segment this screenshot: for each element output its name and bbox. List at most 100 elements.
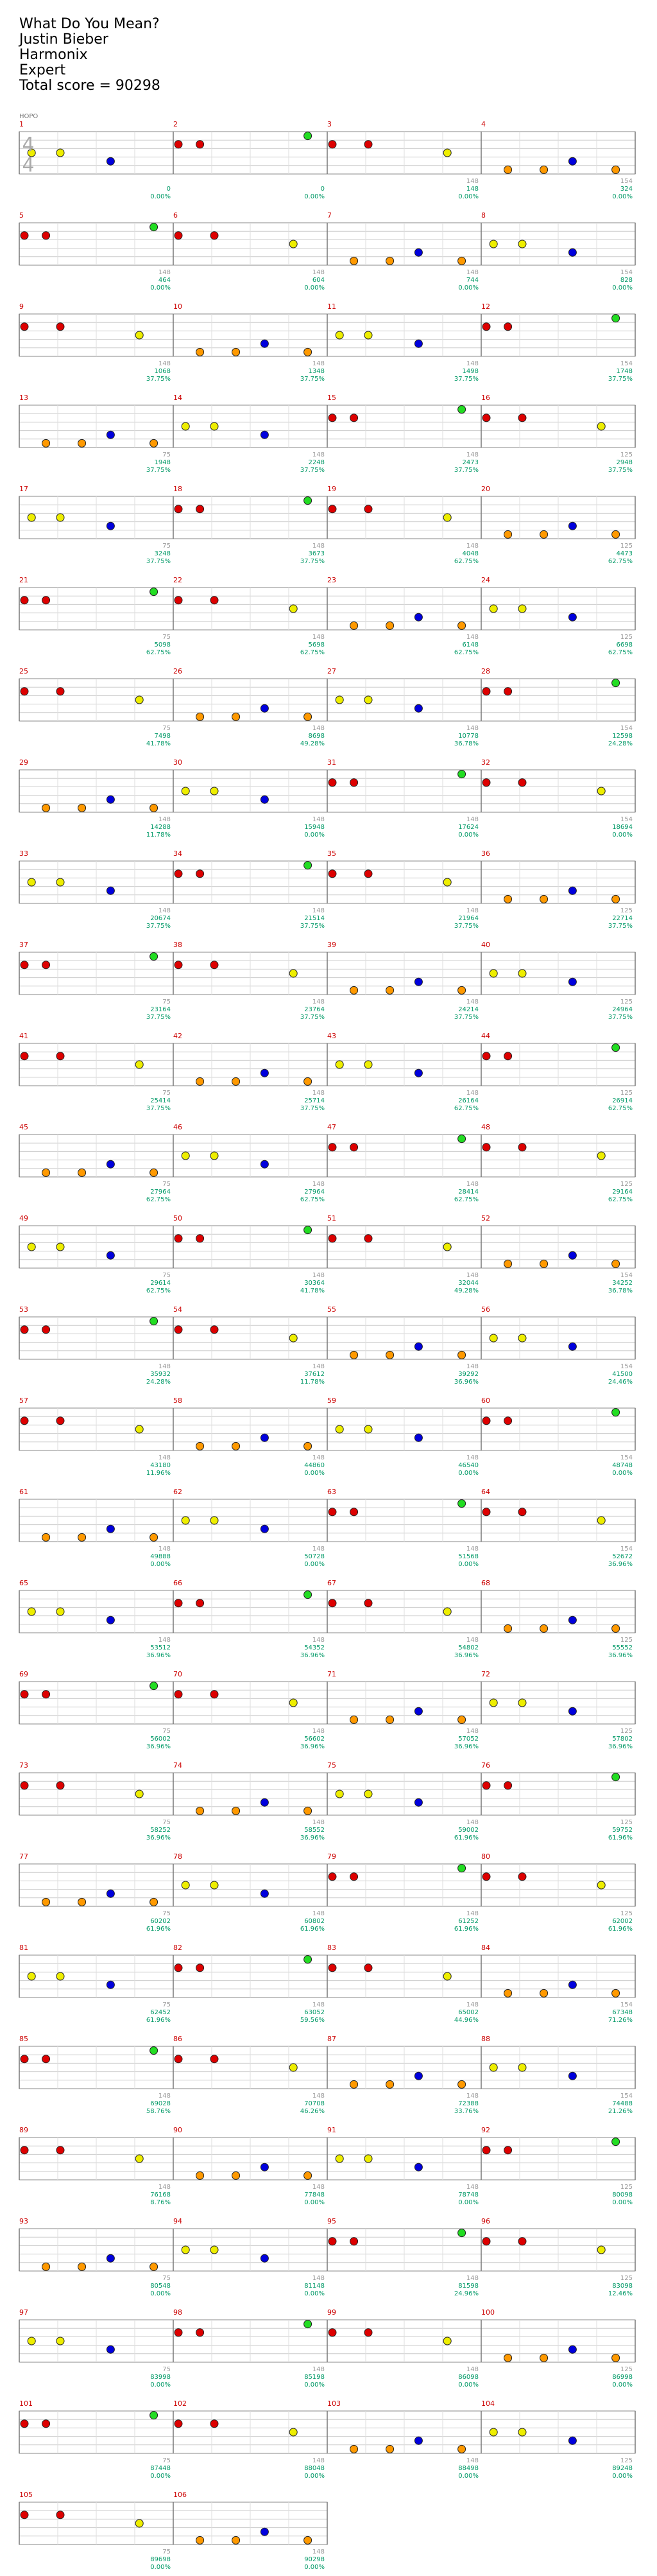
measure-number: 25 <box>19 667 28 675</box>
percent-label: 0.00% <box>612 193 633 200</box>
tick-label: 148 <box>158 269 171 276</box>
measure-number: 106 <box>173 2491 187 2499</box>
percent-label: 36.96% <box>608 1561 633 1568</box>
note-gem <box>106 886 115 895</box>
note-gem <box>328 2328 337 2337</box>
percent-label: 0.00% <box>304 2290 325 2297</box>
tick-label: 125 <box>620 1181 633 1188</box>
note-gem <box>443 878 452 887</box>
tick-label: 148 <box>312 1090 325 1097</box>
measure-number: 105 <box>19 2491 33 2499</box>
note-gem <box>482 1781 491 1790</box>
score-label: 72388 <box>458 2100 479 2107</box>
tick-label: 148 <box>312 451 325 458</box>
note-gem <box>181 422 190 431</box>
percent-label: 0.00% <box>304 831 325 839</box>
note-gem <box>518 604 527 613</box>
percent-label: 37.75% <box>300 1014 325 1021</box>
score-label: 744 <box>466 277 479 284</box>
percent-label: 0.00% <box>612 2473 633 2480</box>
percent-label: 36.78% <box>454 740 479 747</box>
tick-label: 125 <box>620 2275 633 2282</box>
note-gem <box>350 2080 359 2089</box>
note-gem <box>457 770 466 779</box>
percent-label: 61.96% <box>608 1926 633 1933</box>
note-gem <box>489 969 498 978</box>
measure-number: 88 <box>481 2035 490 2043</box>
note-gem <box>335 1060 344 1069</box>
note-gem <box>350 986 359 995</box>
score-label: 28414 <box>458 1188 479 1196</box>
note-gem <box>149 2046 158 2055</box>
measure-number: 78 <box>173 1852 182 1861</box>
tick-label: 148 <box>466 1545 479 1553</box>
note-gem <box>504 687 513 696</box>
tick-label: 148 <box>312 2001 325 2008</box>
note-gem <box>303 2536 312 2545</box>
tick-label: 148 <box>312 2093 325 2100</box>
note-gem <box>106 521 115 530</box>
note-gem <box>457 621 466 630</box>
percent-label: 0.00% <box>458 193 479 200</box>
score-label: 148 <box>466 186 479 193</box>
score-label: 15948 <box>304 824 325 831</box>
note-gem <box>106 1251 115 1260</box>
measure-number: 46 <box>173 1123 182 1131</box>
percent-label: 0.00% <box>612 284 633 292</box>
measure-number: 101 <box>19 2399 33 2408</box>
percent-label: 37.75% <box>146 558 171 565</box>
percent-label: 58.76% <box>146 2108 171 2115</box>
note-gem <box>457 1135 466 1144</box>
note-gem <box>174 1234 183 1243</box>
score-label: 26164 <box>458 1097 479 1104</box>
note-gem <box>56 1781 65 1790</box>
note-gem <box>457 2444 466 2453</box>
note-gem <box>611 530 620 539</box>
note-gem <box>56 1242 65 1251</box>
note-gem <box>611 679 620 688</box>
note-gem <box>489 2428 498 2437</box>
percent-label: 62.75% <box>608 1196 633 1203</box>
note-gem <box>482 1416 491 1425</box>
measure-number: 27 <box>327 667 336 675</box>
note-gem <box>260 795 269 804</box>
score-label: 20674 <box>150 915 171 922</box>
percent-label: 36.96% <box>454 1379 479 1386</box>
note-gem <box>149 439 158 448</box>
score-label: 24964 <box>612 1006 633 1013</box>
note-gem <box>364 2154 373 2163</box>
tick-label: 154 <box>620 725 633 732</box>
note-gem <box>518 2063 527 2072</box>
score-label: 55552 <box>612 1644 633 1651</box>
tick-label: 154 <box>620 178 633 185</box>
note-gem <box>414 1342 423 1351</box>
chart-row: 851486902858.76%861487070846.26%87148723… <box>19 2035 636 2115</box>
score-label: 25414 <box>150 1097 171 1104</box>
note-gem <box>568 521 577 530</box>
score-label: 0 <box>321 186 325 193</box>
song-header: What Do You Mean? Justin Bieber Harmonix… <box>19 17 160 94</box>
percent-label: 0.00% <box>458 1470 479 1477</box>
note-gem <box>303 1226 312 1235</box>
measure-number: 82 <box>173 1944 182 1952</box>
note-gem <box>597 1151 606 1160</box>
measure-number: 73 <box>19 1761 28 1770</box>
percent-label: 61.96% <box>608 1834 633 1841</box>
percent-label: 24.28% <box>608 740 633 747</box>
note-gem <box>568 1707 577 1716</box>
measure-number: 8 <box>481 211 486 220</box>
percent-label: 37.75% <box>300 1105 325 1112</box>
tick-label: 125 <box>620 2457 633 2464</box>
measure-number: 99 <box>327 2308 336 2317</box>
tick-label: 148 <box>312 269 325 276</box>
note-gem <box>42 961 51 970</box>
score-label: 5698 <box>309 641 325 648</box>
measure-number: 71 <box>327 1670 336 1678</box>
percent-label: 0.00% <box>612 831 633 839</box>
score-label: 53512 <box>150 1644 171 1651</box>
note-gem <box>135 331 144 340</box>
note-gem <box>303 861 312 870</box>
percent-label: 37.75% <box>608 376 633 383</box>
